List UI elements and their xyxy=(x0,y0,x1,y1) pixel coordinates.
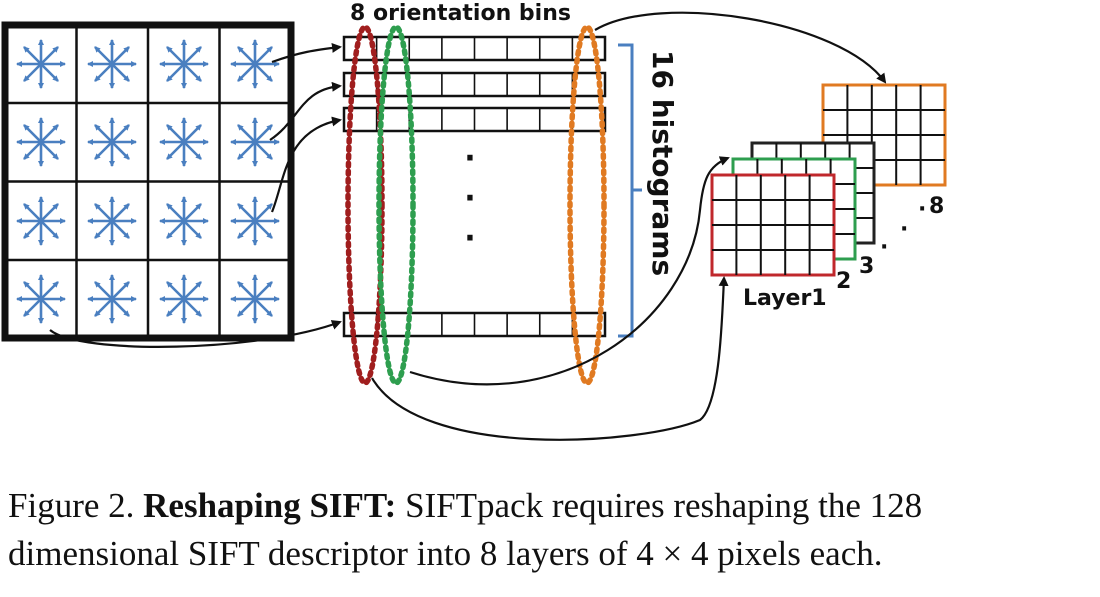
arrow-icon xyxy=(371,276,729,441)
gradient-star-icon xyxy=(159,196,209,246)
figure-caption: Figure 2. Reshaping SIFT: SIFTpack requi… xyxy=(8,482,1093,578)
ellipsis-dot: · xyxy=(464,181,475,216)
ellipsis-dot: · xyxy=(464,141,475,176)
gradient-star-icon xyxy=(87,196,137,246)
ellipsis-dot: · xyxy=(464,221,475,256)
histogram-row xyxy=(342,35,607,62)
sift-diagram: · · · 8 orientation bins 16 histograms L… xyxy=(1,1,947,441)
caption-text: SIFTpack requires reshaping the 128 dime… xyxy=(8,486,923,573)
gradient-star-icon xyxy=(230,39,280,89)
arrow-icon xyxy=(271,42,342,64)
bins-label: 8 orientation bins xyxy=(350,1,571,26)
gradient-star-icon xyxy=(16,117,66,167)
layer-stack xyxy=(710,83,947,277)
gradient-star-icon xyxy=(16,39,66,89)
bin-ellipse-green xyxy=(376,24,416,386)
gradient-stars xyxy=(16,39,280,324)
gradient-star-icon xyxy=(16,274,66,324)
gradient-star-icon xyxy=(230,196,280,246)
grid-to-histogram-arrows xyxy=(49,42,342,348)
arrow-icon xyxy=(594,11,887,84)
caption-figure-label: Figure 2. xyxy=(8,486,135,525)
layer-grid-1 xyxy=(710,173,836,277)
arrow-icon xyxy=(409,156,730,386)
bin-ellipses xyxy=(345,24,607,386)
histogram-bracket xyxy=(618,43,642,338)
layer-label-8: 8 xyxy=(929,194,944,219)
bin-ellipse-red xyxy=(345,24,385,386)
layer-ellipsis-dot: · xyxy=(900,217,908,242)
layer-grid-8 xyxy=(821,83,947,187)
gradient-star-icon xyxy=(159,117,209,167)
layer-ellipsis-dot: · xyxy=(880,235,888,260)
sift-cell-grid xyxy=(1,21,295,342)
gradient-star-icon xyxy=(87,117,137,167)
gradient-star-icon xyxy=(230,274,280,324)
arrow-icon xyxy=(270,116,342,213)
gradient-star-icon xyxy=(159,39,209,89)
gradient-star-icon xyxy=(87,39,137,89)
layer-label-3: 3 xyxy=(859,254,874,279)
bin-ellipse-orange xyxy=(567,24,607,386)
arrow-icon xyxy=(269,81,342,141)
gradient-star-icon xyxy=(87,274,137,324)
histogram-ellipsis: · · · xyxy=(464,141,475,256)
layer-label-2: 2 xyxy=(836,269,851,294)
layer-label-1: Layer1 xyxy=(743,286,827,311)
bin-to-layer-arrows xyxy=(371,11,887,441)
gradient-star-icon xyxy=(16,196,66,246)
gradient-star-icon xyxy=(159,274,209,324)
histograms-label: 16 histograms xyxy=(646,50,679,276)
caption-title: Reshaping SIFT: xyxy=(143,486,397,525)
gradient-star-icon xyxy=(230,117,280,167)
arrow-icon xyxy=(49,320,342,348)
layer-ellipsis-dot: · xyxy=(918,197,926,222)
